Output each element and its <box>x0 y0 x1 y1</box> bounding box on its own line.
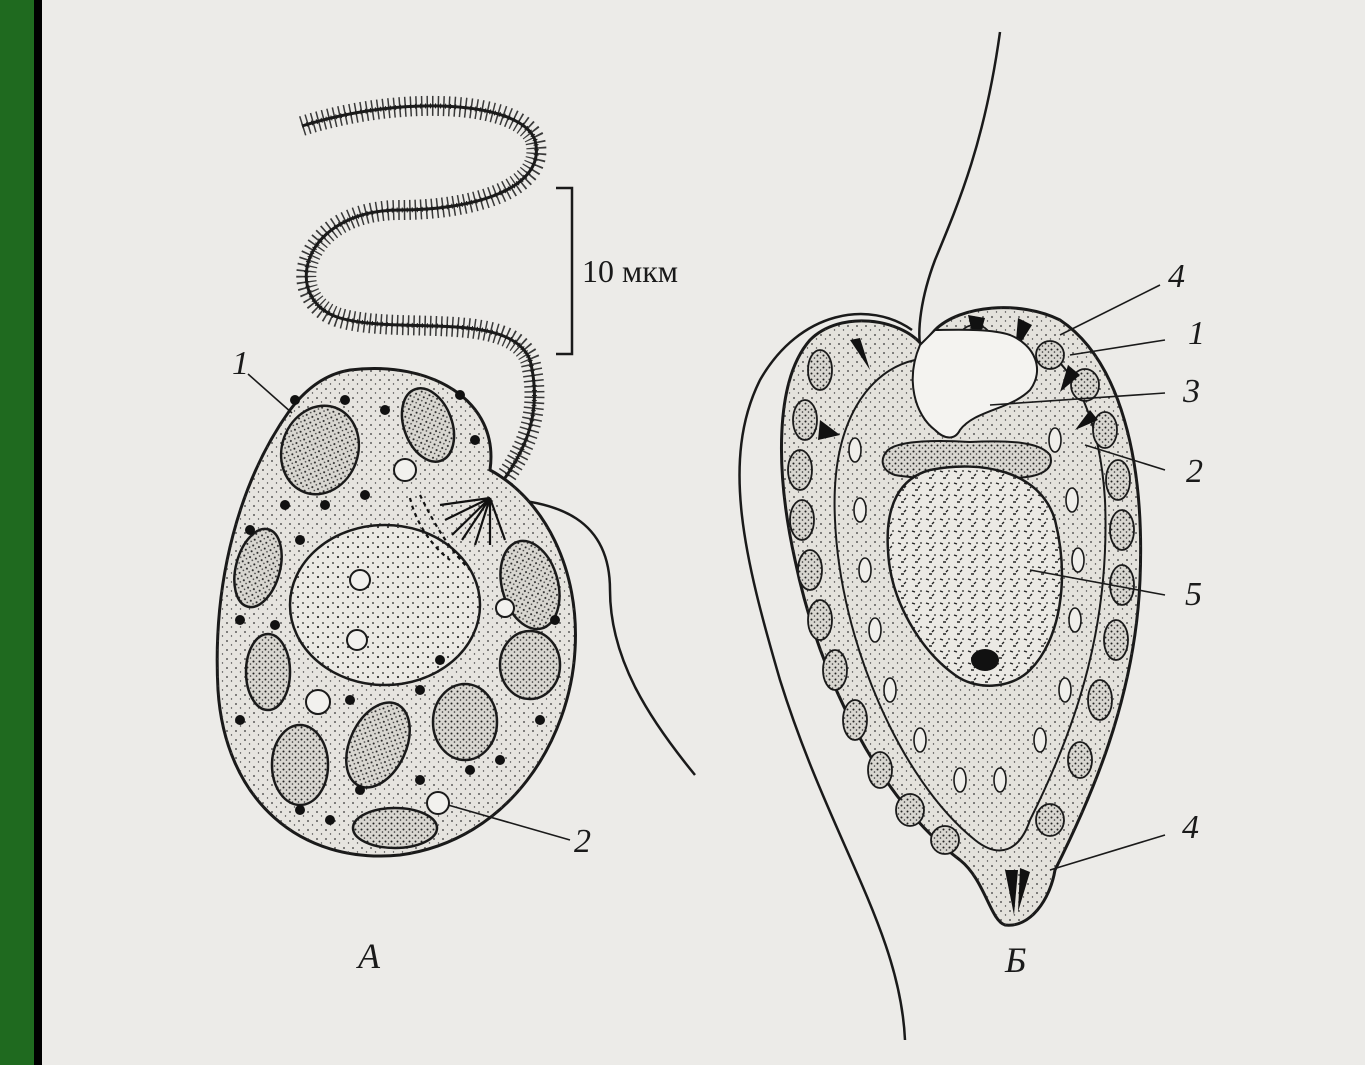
figure-canvas: 10 мкм 1 2 А <box>42 0 1365 1065</box>
panel-b-label-4-top: 4 <box>1168 258 1185 295</box>
panel-b-label-2: 2 <box>1186 453 1203 490</box>
panel-b-label-4-bottom: 4 <box>1182 809 1199 846</box>
panel-a-label-1: 1 <box>232 345 249 382</box>
panel-a-label-2: 2 <box>574 823 591 860</box>
panel-a-title: А <box>356 936 381 976</box>
panel-b-label-5: 5 <box>1185 576 1202 613</box>
figure-svg: 10 мкм 1 2 А <box>42 0 1365 1065</box>
panel-b-diagram <box>740 32 1165 1040</box>
panel-b-title: Б <box>1004 940 1026 980</box>
scale-bar-text: 10 мкм <box>582 253 678 289</box>
scale-bar: 10 мкм <box>556 188 678 354</box>
cell-b-nucleolus <box>971 649 999 671</box>
left-bar-border <box>34 0 42 1065</box>
panel-b-label-1: 1 <box>1188 315 1205 352</box>
panel-b-label-3: 3 <box>1182 373 1200 410</box>
left-green-bar <box>0 0 34 1065</box>
panel-a-diagram <box>217 106 695 856</box>
cell-b-anterior-flagellum <box>919 32 1000 345</box>
